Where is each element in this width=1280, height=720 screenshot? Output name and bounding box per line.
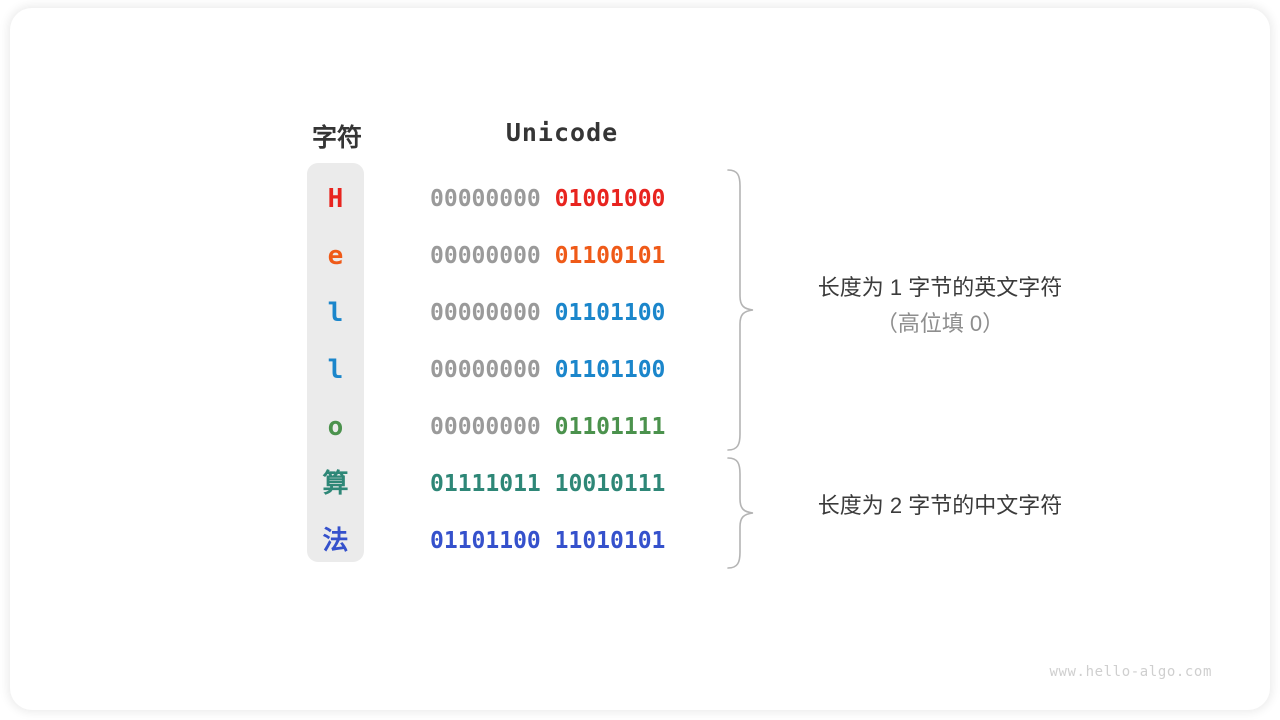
table-row: o 00000000 01101111 bbox=[10, 399, 1270, 456]
unicode-low-byte: 01111011 10010111 bbox=[430, 471, 666, 497]
character-cell: H bbox=[327, 184, 344, 214]
unicode-low-byte: 01101111 bbox=[554, 414, 666, 440]
unicode-bits-cell: 00000000 01001000 bbox=[430, 171, 694, 228]
unicode-low-byte: 01001000 bbox=[554, 186, 666, 212]
unicode-bits-cell: 01111011 10010111 bbox=[430, 456, 694, 513]
unicode-bits-cell: 00000000 01101111 bbox=[430, 399, 694, 456]
character-cell: 算 bbox=[322, 469, 349, 499]
table-row: e 00000000 01100101 bbox=[10, 228, 1270, 285]
unicode-high-byte: 00000000 bbox=[430, 186, 555, 212]
watermark-url: www.hello-algo.com bbox=[1049, 664, 1212, 680]
unicode-bits-cell: 00000000 01100101 bbox=[430, 228, 694, 285]
unicode-high-byte: 00000000 bbox=[430, 357, 555, 383]
unicode-high-byte: 00000000 bbox=[430, 243, 555, 269]
character-cell: l bbox=[327, 298, 344, 328]
character-cell: e bbox=[327, 241, 344, 271]
unicode-bits-cell: 00000000 01101100 bbox=[430, 285, 694, 342]
unicode-bits-cell: 01101100 11010101 bbox=[430, 513, 694, 570]
unicode-low-byte: 01101100 bbox=[554, 300, 666, 326]
table-row: l 00000000 01101100 bbox=[10, 285, 1270, 342]
table-row: 算 01111011 10010111 bbox=[10, 456, 1270, 513]
annotation-one-byte-line1: 长度为 1 字节的英文字符 bbox=[817, 275, 1063, 300]
unicode-bits-cell: 00000000 01101100 bbox=[430, 342, 694, 399]
character-cell: o bbox=[327, 412, 344, 442]
character-cell: 法 bbox=[322, 526, 349, 556]
diagram-stage: 字符 Unicode H 00000000 01001000 e 00000000 0… bbox=[10, 8, 1270, 710]
unicode-low-byte: 01100101 bbox=[554, 243, 666, 269]
unicode-high-byte: 00000000 bbox=[430, 300, 555, 326]
character-cell: l bbox=[327, 355, 344, 385]
unicode-low-byte: 01101100 bbox=[554, 357, 666, 383]
annotation-two-byte: 长度为 2 字节的中文字符 bbox=[780, 488, 1100, 524]
table-row: H 00000000 01001000 bbox=[10, 171, 1270, 228]
table-row: l 00000000 01101100 bbox=[10, 342, 1270, 399]
diagram-card: 字符 Unicode H 00000000 01001000 e 00000000 0… bbox=[10, 8, 1270, 710]
annotation-two-byte-line1: 长度为 2 字节的中文字符 bbox=[817, 493, 1063, 518]
annotation-one-byte-line2: （高位填 0） bbox=[875, 311, 1005, 336]
column-header-character: 字符 bbox=[311, 124, 362, 152]
unicode-high-byte: 00000000 bbox=[430, 414, 555, 440]
column-header-unicode: Unicode bbox=[505, 118, 619, 147]
annotation-one-byte: 长度为 1 字节的英文字符 （高位填 0） bbox=[780, 270, 1100, 342]
brace-one-byte bbox=[727, 169, 754, 451]
table-row: 法 01101100 11010101 bbox=[10, 513, 1270, 570]
character-column-background bbox=[307, 163, 364, 562]
brace-two-byte bbox=[727, 457, 754, 569]
unicode-low-byte: 01101100 11010101 bbox=[430, 528, 666, 554]
